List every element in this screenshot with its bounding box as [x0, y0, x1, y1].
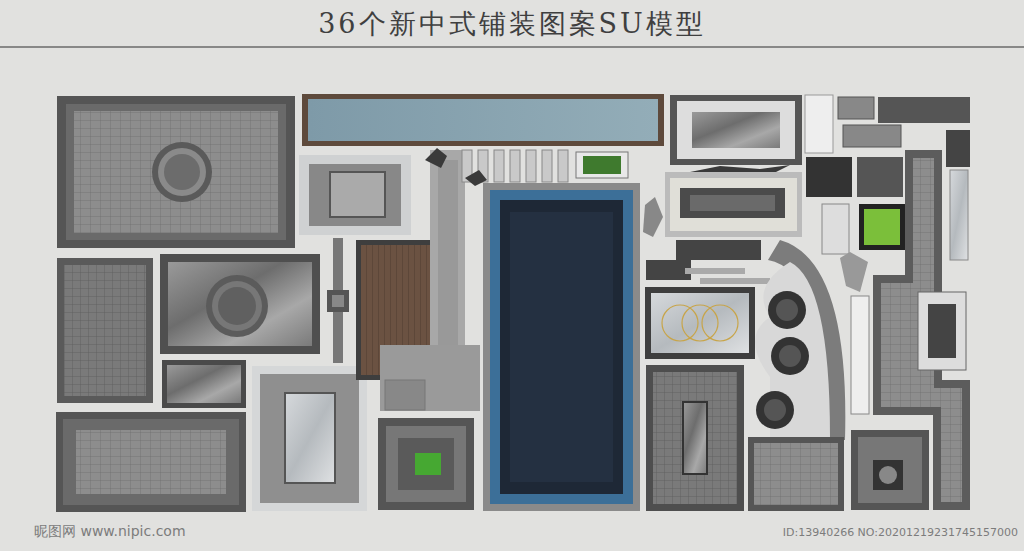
- watermark: 昵图网 www.nipic.com: [34, 523, 186, 541]
- page-title: 36个新中式铺装图案SU模型: [0, 6, 1024, 42]
- image-id: ID:13940266 NO:20201219231745157000: [783, 526, 1018, 539]
